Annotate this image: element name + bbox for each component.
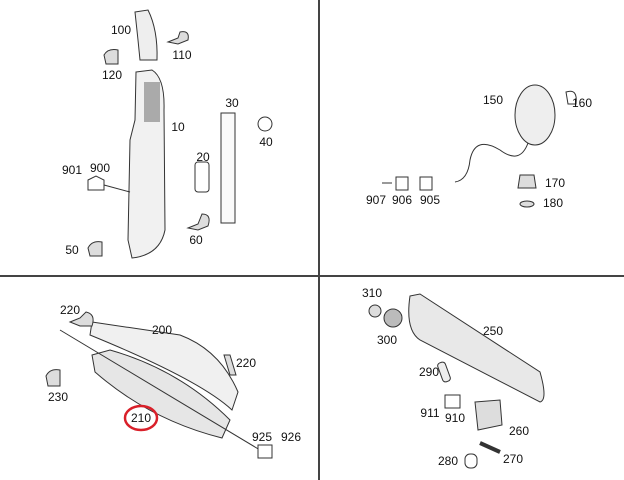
- label-300[interactable]: 300: [376, 333, 398, 347]
- label-200[interactable]: 200: [151, 323, 173, 337]
- label-210[interactable]: 210: [130, 411, 152, 425]
- label-910[interactable]: 910: [444, 411, 466, 425]
- label-911[interactable]: 911: [420, 406, 440, 420]
- label-230[interactable]: 230: [47, 390, 69, 404]
- part-925-connector: [257, 444, 273, 459]
- leader-220: [59, 329, 261, 451]
- label-310[interactable]: 310: [361, 286, 383, 300]
- part-260-lamp: [474, 399, 503, 431]
- part-110-screw: [166, 31, 189, 45]
- label-260[interactable]: 260: [508, 424, 530, 438]
- part-150-cable: [454, 142, 529, 183]
- label-220-a[interactable]: 220: [59, 303, 81, 317]
- label-110[interactable]: 110: [172, 48, 192, 62]
- label-220-b[interactable]: 220: [235, 356, 257, 370]
- part-30-strip: [220, 112, 236, 224]
- leader-900: [103, 184, 131, 193]
- label-170[interactable]: 170: [544, 176, 566, 190]
- part-150-lamp: [514, 84, 556, 146]
- label-50[interactable]: 50: [65, 243, 79, 257]
- label-900[interactable]: 900: [89, 161, 111, 175]
- part-220-screw-b: [223, 354, 237, 376]
- label-901[interactable]: 901: [61, 163, 83, 177]
- label-905[interactable]: 905: [419, 193, 441, 207]
- part-270-bulb: [479, 441, 501, 454]
- part-905-connector: [419, 176, 433, 191]
- part-160-bulb: [565, 90, 577, 105]
- label-40[interactable]: 40: [259, 135, 273, 149]
- part-10-grid: [144, 82, 160, 122]
- part-230-nut: [45, 369, 61, 387]
- part-170-nut: [517, 174, 537, 189]
- label-160[interactable]: 160: [571, 96, 593, 110]
- label-906[interactable]: 906: [391, 193, 413, 207]
- label-290[interactable]: 290: [418, 365, 440, 379]
- part-906-connector: [395, 176, 409, 191]
- label-270[interactable]: 270: [502, 452, 524, 466]
- highlight-circle-210: [123, 404, 159, 432]
- label-150[interactable]: 150: [482, 93, 504, 107]
- label-10[interactable]: 10: [171, 120, 185, 134]
- part-290-pin: [437, 361, 451, 383]
- part-220-screw-a: [68, 311, 94, 327]
- label-250[interactable]: 250: [482, 324, 504, 338]
- part-250-handle: [408, 293, 545, 403]
- part-310-nut: [368, 304, 382, 318]
- part-120-nut: [103, 49, 119, 65]
- vertical-divider: [318, 0, 320, 480]
- part-910-connector: [444, 394, 461, 409]
- label-30[interactable]: 30: [225, 96, 239, 110]
- label-20[interactable]: 20: [196, 150, 210, 164]
- part-300-washer: [383, 308, 403, 328]
- label-100[interactable]: 100: [110, 23, 132, 37]
- label-925[interactable]: 925: [251, 430, 273, 444]
- part-20-gasket: [194, 161, 210, 193]
- part-180-washer: [519, 200, 535, 208]
- part-200-strip: [89, 321, 239, 411]
- label-907[interactable]: 907: [365, 193, 387, 207]
- part-280-bulb: [464, 453, 478, 469]
- part-40-bulb: [257, 116, 273, 132]
- label-926[interactable]: 926: [280, 430, 302, 444]
- label-280[interactable]: 280: [437, 454, 459, 468]
- part-100-cover: [134, 9, 158, 61]
- part-210-lamp: [91, 349, 231, 439]
- label-180[interactable]: 180: [542, 196, 564, 210]
- part-50-nut: [87, 241, 103, 257]
- horizontal-divider: [0, 275, 624, 277]
- label-120[interactable]: 120: [101, 68, 123, 82]
- part-900-connector: [87, 175, 105, 191]
- label-60[interactable]: 60: [189, 233, 203, 247]
- part-60-screw: [186, 213, 210, 231]
